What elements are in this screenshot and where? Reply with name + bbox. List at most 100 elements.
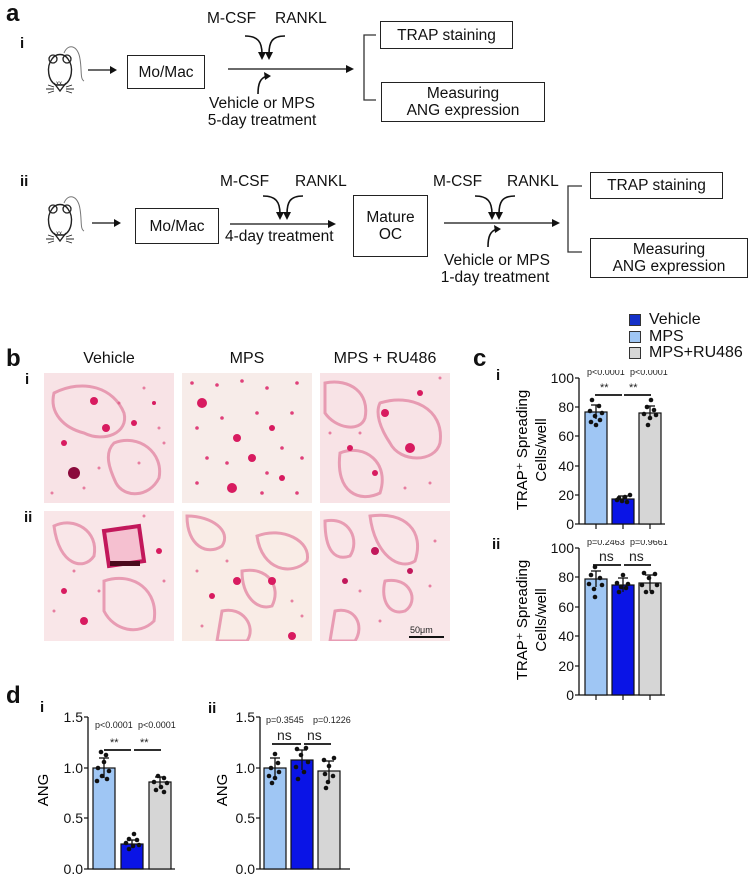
- treatment-text-i-2: 5-day treatment: [207, 112, 317, 129]
- svg-text:60: 60: [558, 428, 574, 444]
- svg-text:ns: ns: [307, 727, 322, 743]
- treatment-text-ii-2: 1-day treatment: [440, 269, 550, 286]
- measuring-ang-box-2: Measuring ANG expression: [590, 238, 748, 278]
- svg-text:80: 80: [558, 399, 574, 415]
- col-title-vehicle: Vehicle: [83, 350, 135, 367]
- factor-mcsf-2: M-CSF: [220, 173, 270, 190]
- y-axis-title: TRAP⁺ Spreading Cells/well: [514, 560, 550, 680]
- y-axis-title: ANG: [35, 774, 52, 807]
- arrow-mouse-to-momac: [88, 66, 117, 74]
- svg-text:p=0.3545: p=0.3545: [266, 715, 304, 725]
- significance: p=0.3545 p=0.1226 ns ns: [266, 715, 351, 745]
- svg-text:1.5: 1.5: [64, 710, 84, 725]
- data-points: [587, 397, 659, 505]
- col-title-mps-ru486: MPS + RU486: [333, 350, 437, 367]
- significance: p<0.0001 p<0.0001 ** **: [95, 720, 176, 751]
- legend-swatch-mps: [629, 330, 641, 343]
- arrow-mouse-to-momac-2: [92, 219, 121, 227]
- step1-label: 4-day treatment: [225, 228, 334, 245]
- significance: p<0.0001 p<0.0001 ** **: [587, 370, 668, 396]
- legend-label-mps-ru486: MPS+RU486: [649, 344, 743, 361]
- chart-d-i: ANG 1.51.00.50.0 p<0.0001 p<0.0001 ** **: [35, 710, 176, 874]
- data-points: [94, 749, 170, 852]
- legend-mps: MPS: [629, 328, 684, 345]
- bars: [92, 767, 172, 870]
- svg-text:**: **: [110, 737, 119, 749]
- panel-d-letter: d: [6, 682, 21, 709]
- svg-text:TRAP⁺ Spreading: TRAP⁺ Spreading: [514, 560, 531, 680]
- measuring-text: Measuring: [426, 85, 500, 102]
- micrograph-mps-i: [182, 373, 312, 503]
- bars: [584, 578, 662, 696]
- svg-text:0: 0: [566, 687, 574, 703]
- svg-text:ANG: ANG: [214, 774, 231, 807]
- svg-text:p<0.0001: p<0.0001: [587, 370, 625, 377]
- oc-text: OC: [378, 226, 403, 243]
- ang-expression-text-2: ANG expression: [612, 258, 726, 275]
- y-axis-title: ANG: [214, 774, 231, 807]
- micrograph-vehicle-ii: [44, 511, 174, 641]
- panel-d-sub-i-label: i: [40, 699, 45, 716]
- svg-text:80: 80: [558, 569, 574, 585]
- treatment-text-i-1: Vehicle or MPS: [209, 95, 315, 112]
- svg-text:0.0: 0.0: [236, 861, 256, 874]
- svg-text:Cells/well: Cells/well: [533, 418, 550, 481]
- svg-text:ns: ns: [629, 548, 644, 564]
- mature-text: Mature: [366, 209, 415, 226]
- main-arrow-row-ii: [444, 219, 560, 227]
- micrograph-mps-ii: [182, 511, 312, 641]
- factor-rankl-3: RANKL: [507, 173, 559, 190]
- bracket-row-ii: [567, 185, 582, 253]
- svg-text:**: **: [140, 737, 149, 749]
- svg-text:TRAP⁺ Spreading: TRAP⁺ Spreading: [514, 390, 531, 510]
- y-axis: 1.51.00.50.0: [236, 710, 350, 874]
- svg-text:p<0.0001: p<0.0001: [138, 720, 176, 730]
- panel-a-row-ii-label: ii: [20, 173, 29, 190]
- svg-text:xx: xx: [56, 81, 62, 87]
- legend-swatch-vehicle: [629, 313, 641, 326]
- svg-text:100: 100: [551, 370, 575, 386]
- panel-a-letter: a: [6, 0, 20, 27]
- data-points: [586, 564, 660, 600]
- svg-text:**: **: [629, 382, 638, 394]
- bars: [584, 411, 662, 525]
- svg-text:**: **: [600, 382, 609, 394]
- trap-staining-box: TRAP staining: [380, 21, 513, 49]
- chart-d-ii: ANG 1.51.00.50.0 p=0.3545 p=0.1226 ns ns: [214, 710, 351, 874]
- measuring-ang-box: Measuring ANG expression: [381, 82, 545, 122]
- factor-rankl: RANKL: [275, 10, 327, 27]
- mouse-icon-2: xx: [46, 196, 85, 244]
- svg-text:ns: ns: [277, 727, 292, 743]
- panel-b-row-i-label: i: [25, 371, 30, 388]
- svg-text:ns: ns: [599, 548, 614, 564]
- svg-text:40: 40: [558, 458, 574, 474]
- curved-arrows-factors-2: [262, 195, 304, 220]
- legend-label-vehicle: Vehicle: [649, 311, 701, 328]
- bracket-row-i: [363, 34, 376, 101]
- arrow-4day: [230, 220, 336, 228]
- svg-text:20: 20: [558, 658, 574, 674]
- curved-arrow-treatment-2: [487, 225, 501, 248]
- svg-text:xx: xx: [56, 231, 62, 237]
- legend-vehicle: Vehicle: [629, 311, 701, 328]
- main-arrow-row-i: [228, 65, 354, 73]
- curved-arrows-factors-3: [474, 195, 516, 220]
- panel-d-sub-ii-label: ii: [208, 700, 217, 717]
- curved-arrows-factors: [244, 35, 286, 60]
- col-title-mps: MPS: [229, 350, 265, 367]
- svg-text:60: 60: [558, 599, 574, 615]
- significance: p=0.2463 p=0.9661 ns ns: [587, 540, 668, 566]
- panel-a-row-i-label: i: [20, 35, 25, 52]
- factor-mcsf-3: M-CSF: [433, 173, 483, 190]
- panel-c-sub-i-label: i: [496, 367, 501, 384]
- svg-text:20: 20: [558, 487, 574, 503]
- scale-bar-label: 50μm: [410, 625, 433, 635]
- svg-text:Cells/well: Cells/well: [533, 588, 550, 651]
- svg-text:p=0.9661: p=0.9661: [630, 540, 668, 547]
- mouse-icon: xx: [46, 46, 85, 94]
- panel-c-sub-ii-label: ii: [492, 536, 501, 553]
- svg-text:p<0.0001: p<0.0001: [630, 370, 668, 377]
- chart-c-ii: TRAP⁺ Spreading Cells/well 100806040200 …: [514, 540, 668, 703]
- factor-mcsf: M-CSF: [207, 10, 257, 27]
